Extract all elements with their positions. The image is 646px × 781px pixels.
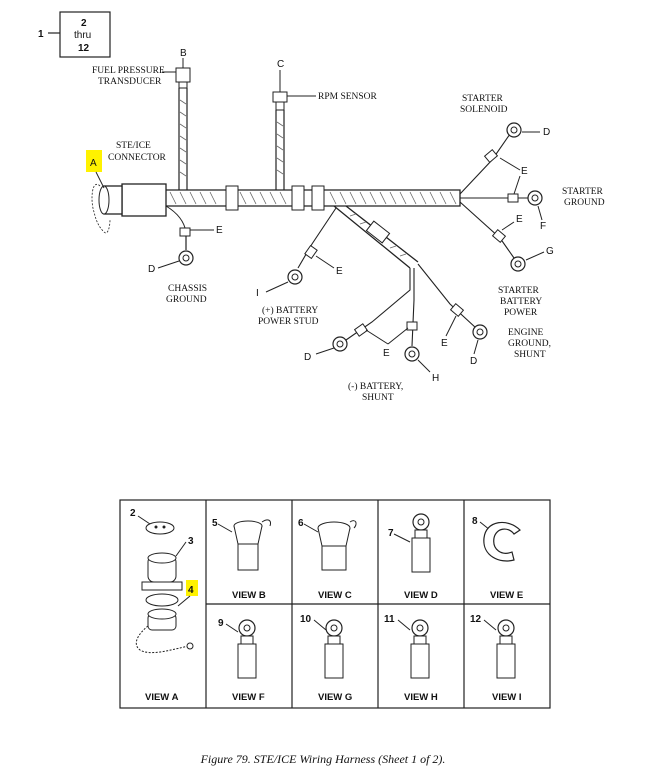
item-4-number: 4 <box>188 585 194 596</box>
view-f-label: VIEW F <box>232 692 265 703</box>
view-c-label: VIEW C <box>318 590 352 601</box>
callout-D-engine: D <box>470 356 477 367</box>
view-e-label: VIEW E <box>490 590 523 601</box>
chassis-ground-label-1: CHASSIS <box>168 284 207 294</box>
item-2-number: 2 <box>130 508 136 519</box>
item-12-number: 12 <box>470 614 482 625</box>
item-7-number: 7 <box>388 528 394 539</box>
index-item: 1 <box>38 29 44 40</box>
callout-A: A <box>90 158 97 169</box>
battery-stud-label-2: POWER STUD <box>258 317 319 327</box>
callout-F: F <box>540 221 546 232</box>
view-c-cell: 6 VIEW C <box>298 518 357 601</box>
starter-battery-label-1: STARTER <box>498 286 540 296</box>
callout-C: C <box>277 59 284 70</box>
neg-battery-label-2: SHUNT <box>362 393 394 403</box>
engine-ground-label-2: GROUND, <box>508 339 551 349</box>
item-6-number: 6 <box>298 518 304 529</box>
starter-battery-label-2: BATTERY <box>500 297 542 307</box>
starter-solenoid-label-2: SOLENOID <box>460 105 508 115</box>
item-11-number: 11 <box>384 614 395 625</box>
fuel-pressure-label-1: FUEL PRESSURE <box>92 66 165 76</box>
neg-battery-label-1: (-) BATTERY, <box>348 381 403 392</box>
view-d-cell: 7 VIEW D <box>388 513 438 601</box>
rpm-sensor-label: RPM SENSOR <box>318 92 378 102</box>
starter-solenoid-label-1: STARTER <box>462 94 504 104</box>
view-a-label: VIEW A <box>145 692 179 703</box>
callout-H: H <box>432 373 439 384</box>
lower-branch: E I (+) BATTERY POWER STUD D E H E D ENG… <box>256 205 551 403</box>
chassis-ground-label-2: GROUND <box>166 295 207 305</box>
callout-D-shunt: D <box>304 352 311 363</box>
harness-trunk <box>165 185 461 211</box>
item-10-number: 10 <box>300 614 312 625</box>
callout-E-stud: E <box>336 266 343 277</box>
index-box: 1 2 thru 12 <box>38 11 111 58</box>
view-f-cell: 9 VIEW F <box>218 618 265 703</box>
view-b-label: VIEW B <box>232 590 266 601</box>
battery-stud-label-1: (+) BATTERY <box>262 305 318 316</box>
figure-caption: Figure 79. STE/ICE Wiring Harness (Sheet… <box>200 752 446 766</box>
chassis-ground-branch: E D CHASSIS GROUND <box>148 205 223 305</box>
callout-E-right: E <box>521 166 528 177</box>
view-h-label: VIEW H <box>404 692 438 703</box>
ste-ice-connector: A <box>86 150 167 234</box>
view-i-label: VIEW I <box>492 692 522 703</box>
callout-B: B <box>180 48 187 59</box>
fuel-pressure-transducer: B FUEL PRESSURE TRANSDUCER <box>92 48 191 190</box>
item-3-number: 3 <box>188 536 194 547</box>
callout-I: I <box>256 288 259 299</box>
starter-battery-label-3: POWER <box>504 308 538 318</box>
fuel-pressure-label-2: TRANSDUCER <box>98 77 162 87</box>
callout-E-shunt: E <box>383 348 390 359</box>
index-range-1: 2 <box>81 18 87 29</box>
views-grid <box>119 499 551 709</box>
index-range-2: thru <box>74 30 91 41</box>
callout-E-chassis: E <box>216 225 223 236</box>
ste-ice-label-2: CONNECTOR <box>108 153 167 163</box>
view-g-cell: 10 VIEW G <box>300 614 352 703</box>
view-a-cell: 2 3 4 VIEW A <box>130 508 198 703</box>
item-8-number: 8 <box>472 516 478 527</box>
view-g-label: VIEW G <box>318 692 352 703</box>
view-b-cell: 5 VIEW B <box>212 518 271 601</box>
item-5-number: 5 <box>212 518 218 529</box>
callout-E-battery: E <box>516 214 523 225</box>
starter-ground-label-1: STARTER <box>562 187 604 197</box>
engine-ground-label-3: SHUNT <box>514 350 546 360</box>
engine-ground-label-1: ENGINE <box>508 328 544 338</box>
view-i-cell: 12 VIEW I <box>470 614 522 703</box>
index-range-3: 12 <box>78 43 90 54</box>
starter-branches: D E F E G STARTER SOLENOID STARTER GROUN… <box>459 94 605 318</box>
ste-ice-label-1: STE/ICE <box>116 141 151 151</box>
callout-D-solenoid: D <box>543 127 550 138</box>
callout-G: G <box>546 246 554 257</box>
starter-ground-label-2: GROUND <box>564 198 605 208</box>
view-h-cell: 11 VIEW H <box>384 614 438 703</box>
view-e-cell: 8 VIEW E <box>472 516 523 601</box>
callout-D-chassis: D <box>148 264 155 275</box>
view-d-label: VIEW D <box>404 590 438 601</box>
callout-E-engine: E <box>441 338 448 349</box>
rpm-sensor: C RPM SENSOR <box>272 59 378 190</box>
item-9-number: 9 <box>218 618 224 629</box>
